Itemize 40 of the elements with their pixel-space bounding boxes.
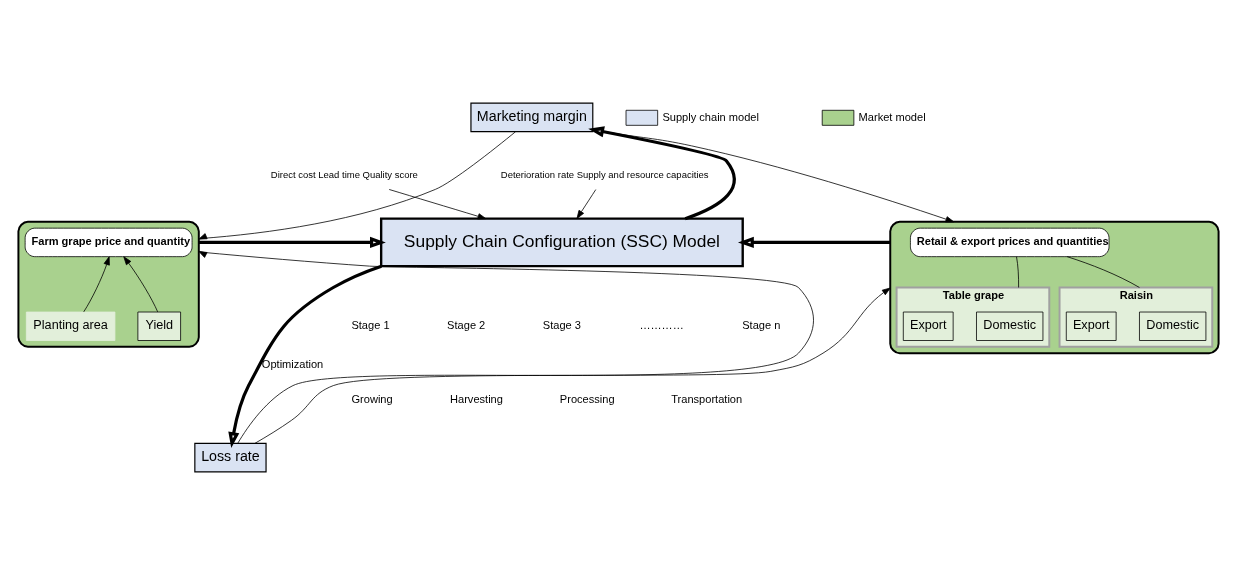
node-text: Deterioration rate Supply and resource capacities	[500, 168, 709, 180]
label: Growing	[351, 392, 393, 405]
arrow	[254, 287, 891, 444]
label: Transportation	[671, 392, 743, 405]
connector	[1016, 255, 1019, 288]
node-box: Farm grape price and quantity	[24, 227, 193, 257]
connector	[1066, 255, 1140, 288]
node-text: Direct cost Lead time Quality score	[270, 168, 418, 180]
node-box: Export	[902, 311, 954, 341]
label: Harvesting	[450, 392, 503, 405]
node-box: Domestic	[976, 311, 1044, 341]
node-box: Planting area	[25, 311, 116, 341]
legend-label: Market model	[858, 110, 926, 123]
node-box: Domestic	[1139, 311, 1207, 341]
edge-label: Optimization	[261, 357, 324, 370]
node-box: Supply Chain Configuration (SSC) Model	[379, 217, 744, 267]
arrow	[576, 188, 597, 219]
label: Stage n	[742, 318, 781, 331]
arrow	[198, 250, 814, 444]
label: Stage 1	[351, 318, 390, 331]
cluster	[17, 220, 200, 348]
label: Stage 2	[447, 318, 486, 331]
label: Processing	[559, 392, 615, 405]
node-box: Export	[1065, 311, 1117, 341]
legend-label: Supply chain model	[662, 110, 759, 123]
arrow	[198, 130, 516, 240]
arrow	[388, 188, 487, 219]
label: …………	[639, 318, 684, 331]
arrow	[83, 255, 110, 312]
cluster	[889, 220, 1220, 354]
arrow	[588, 125, 736, 220]
label: Stage 3	[542, 318, 581, 331]
arrow	[228, 264, 382, 448]
node-box: Loss rate	[194, 442, 267, 472]
arrow	[738, 236, 891, 248]
arrow	[198, 236, 386, 248]
node-box: Yield	[137, 311, 181, 341]
node-box: Marketing margin	[470, 102, 594, 132]
node-box: Retail & export prices and quantities	[910, 227, 1110, 257]
arrow	[123, 255, 159, 312]
